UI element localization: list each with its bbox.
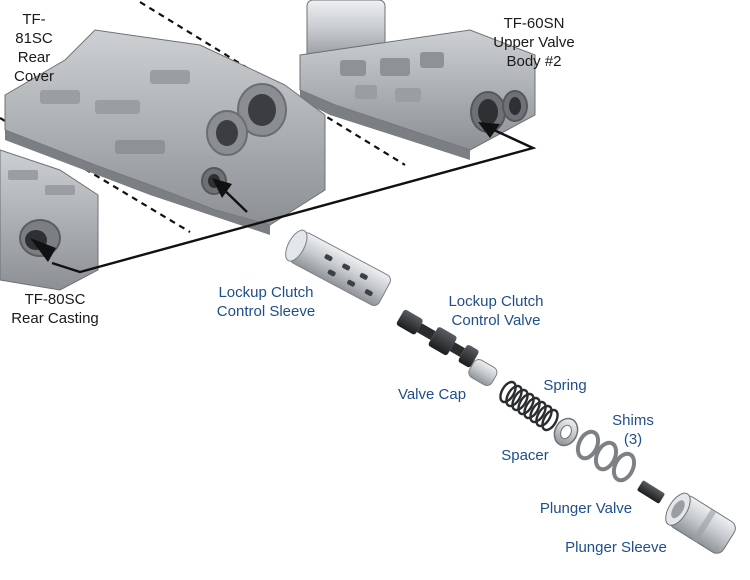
spacer (553, 417, 579, 447)
label-spacer: Spacer (501, 447, 549, 464)
arrow-upper-valve-body (478, 122, 500, 138)
label-plunger-valve: Plunger Valve (539, 500, 633, 517)
plunger-sleeve (665, 492, 736, 554)
label-rear-casting: TF-80SC Rear Casting (11, 291, 99, 327)
rear-cover-casting (4, 29, 326, 235)
label-valve-cap: Valve Cap (397, 386, 467, 403)
plunger-valve (637, 480, 665, 504)
arrowheads (30, 122, 500, 262)
label-spring: Spring (543, 377, 587, 394)
spring (499, 380, 559, 432)
arrow-rear-cover (212, 178, 232, 198)
label-lockup-clutch-control-valve: Lockup Clutch Control Valve (448, 293, 544, 329)
label-upper-valve-body: TF-60SN Upper Valve Body #2 (493, 15, 575, 70)
valve-cap (468, 359, 498, 386)
upper-valve-body-casting (299, 0, 536, 160)
lockup-clutch-control-sleeve (285, 229, 391, 306)
shims (575, 429, 637, 483)
label-lockup-clutch-control-sleeve: Lockup Clutch Control Sleeve (216, 284, 316, 320)
lockup-clutch-control-valve (396, 309, 479, 368)
arrow-rear-casting (30, 238, 56, 262)
label-rear-cover: TF-81SC Rear Cover (13, 11, 54, 85)
label-shims: Shims (3) (612, 412, 654, 448)
label-plunger-sleeve: Plunger Sleeve (565, 539, 667, 556)
rear-casting (0, 149, 99, 291)
